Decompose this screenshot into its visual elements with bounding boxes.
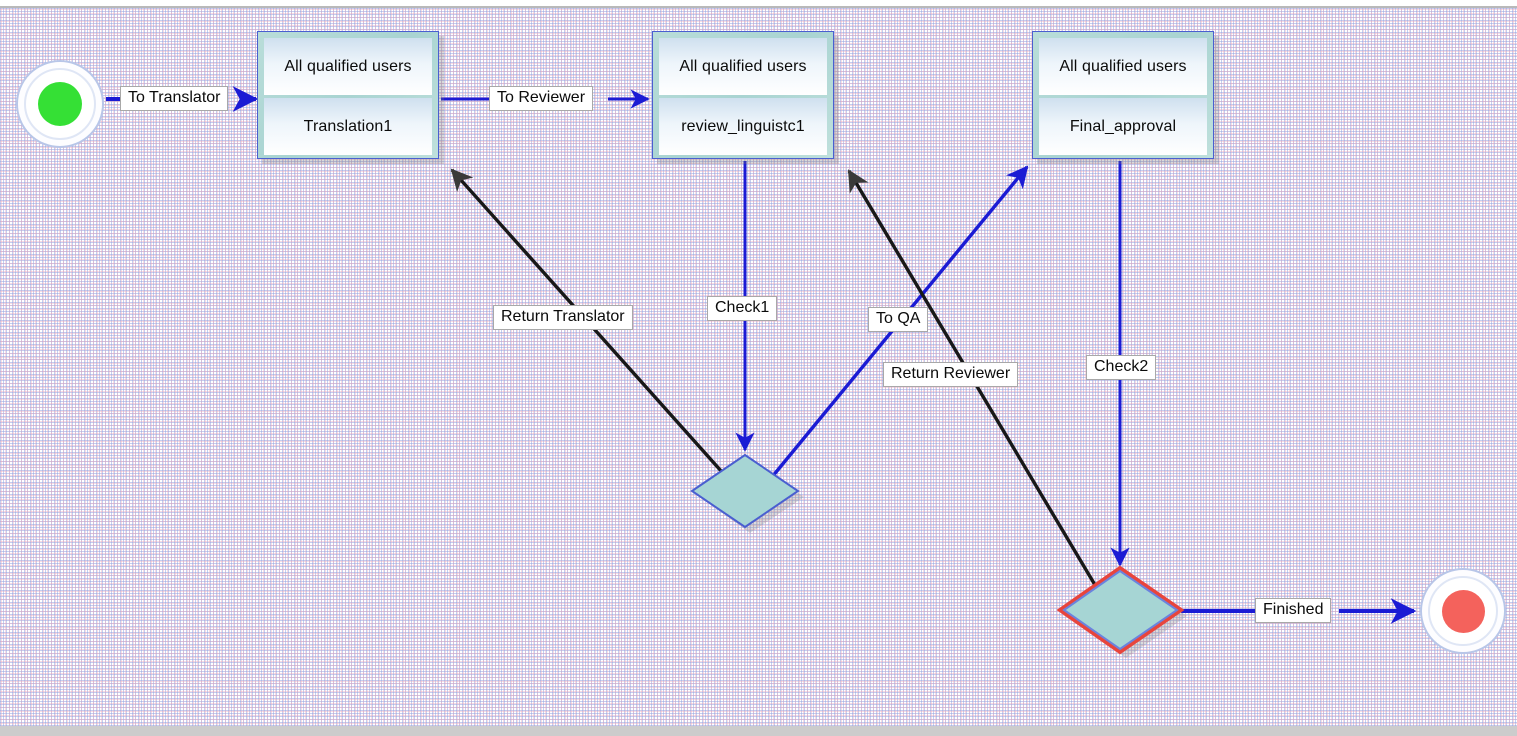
edge-label-finished[interactable]: Finished xyxy=(1255,598,1332,624)
review-task-name: review_linguistc1 xyxy=(659,98,827,155)
translation-task[interactable]: All qualified users Translation1 xyxy=(257,31,439,159)
approval-task-name-label: Final_approval xyxy=(1069,117,1177,135)
edge-label-check2[interactable]: Check2 xyxy=(1086,355,1157,381)
approval-task[interactable]: All qualified users Final_approval xyxy=(1032,31,1214,159)
start-node-inner-ring xyxy=(23,67,97,141)
translation-task-name-label: Translation1 xyxy=(303,117,393,135)
review-task-name-label: review_linguistc1 xyxy=(681,117,805,135)
review-task[interactable]: All qualified users review_linguistc1 xyxy=(652,31,834,159)
approval-task-role: All qualified users xyxy=(1039,38,1207,95)
edge-label-check1[interactable]: Check1 xyxy=(707,296,778,322)
status-bar xyxy=(0,726,1517,736)
approval-task-role-label: All qualified users xyxy=(1059,57,1187,75)
translation-task-name: Translation1 xyxy=(264,98,432,155)
review-task-role: All qualified users xyxy=(659,38,827,95)
edge-label-return-reviewer[interactable]: Return Reviewer xyxy=(883,362,1019,388)
review-task-role-label: All qualified users xyxy=(679,57,807,75)
edge-label-to-translator[interactable]: To Translator xyxy=(120,86,229,112)
edge-label-to-reviewer[interactable]: To Reviewer xyxy=(489,86,594,112)
end-node[interactable] xyxy=(1420,568,1506,654)
edge-label-return-translator[interactable]: Return Translator xyxy=(493,305,633,331)
end-node-core xyxy=(1441,589,1485,633)
edge-label-to-qa[interactable]: To QA xyxy=(868,307,929,333)
top-divider-rule xyxy=(0,6,1517,8)
start-node[interactable] xyxy=(16,60,104,148)
translation-task-role-label: All qualified users xyxy=(284,57,412,75)
approval-task-name: Final_approval xyxy=(1039,98,1207,155)
start-node-core xyxy=(38,82,82,126)
translation-task-role: All qualified users xyxy=(264,38,432,95)
